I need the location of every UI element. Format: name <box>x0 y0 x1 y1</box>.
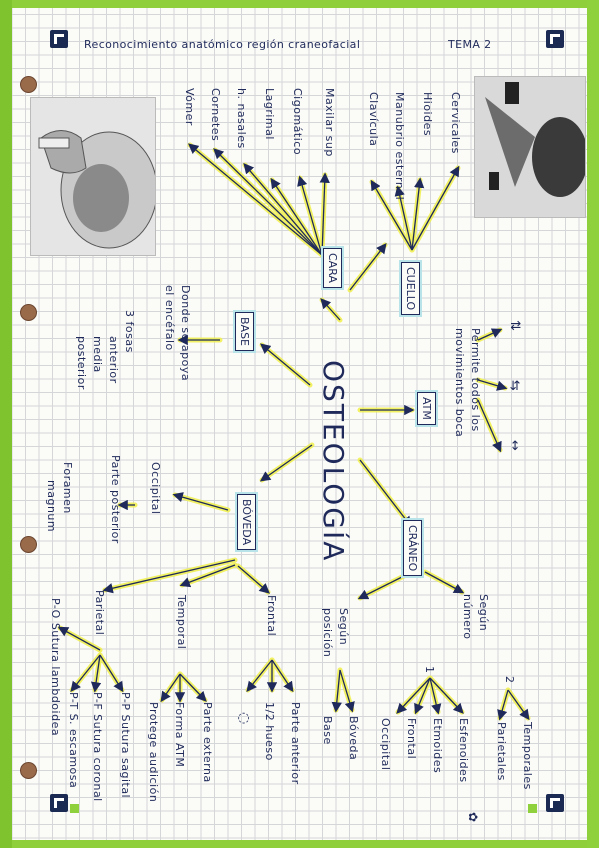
one-sub: Occipital <box>379 718 392 771</box>
cara-item: Cigomático <box>291 88 304 156</box>
two-sub: Parietales <box>495 722 508 781</box>
boveda-parietal: Parietal <box>93 590 106 636</box>
boveda-foramen: Foramen <box>61 462 74 514</box>
numero-one: 1 <box>423 666 436 674</box>
cara-item: Maxilar sup <box>323 88 336 157</box>
craneo-segun-posicion: posición <box>321 608 334 658</box>
boveda-temporal: Temporal <box>175 595 188 650</box>
arrow-leftright-icon: ⇆ <box>507 380 522 392</box>
binder-hole <box>20 304 37 321</box>
neck-photo <box>474 76 588 218</box>
craneo-segun-numero: Según <box>477 594 490 632</box>
cuello-item: Cervicales <box>449 92 462 154</box>
node-cara: CARA <box>323 248 342 288</box>
fosa-item: media <box>91 336 104 373</box>
boveda-parte-posterior: Parte posterior <box>109 455 122 544</box>
one-sub: Frontal <box>405 718 418 760</box>
binder-hole <box>20 76 37 93</box>
base-fosas: 3 fosas <box>123 310 136 353</box>
cuello-item: Clavícula <box>367 92 380 147</box>
corner-square <box>528 804 537 813</box>
atm-desc: movimientos boca <box>453 328 466 438</box>
node-boveda: BÓVEDA <box>237 494 256 551</box>
node-base: BASE <box>235 312 254 352</box>
parietal-sub: P-P Sutura sagital <box>119 692 132 799</box>
cara-item: Lagrimal <box>263 88 276 140</box>
fosa-item: anterior <box>107 336 120 384</box>
two-sub: Temporales <box>521 722 534 790</box>
page-edge <box>0 0 12 848</box>
craneo-segun-posicion: Según <box>337 608 350 646</box>
cuello-item: Manubrio esternal <box>393 92 406 201</box>
parietal-sub: P-T S. escamosa <box>67 692 80 789</box>
frontal-sub: 1/2 hueso <box>263 702 276 761</box>
skull-photo <box>30 97 158 256</box>
arrow-updown-icon: ⇅ <box>507 320 522 332</box>
posicion-sub: Base <box>321 716 334 745</box>
cuello-item: Hioides <box>421 92 434 137</box>
arrow-double-icon: ↔ <box>507 440 522 452</box>
numero-two: 2 <box>503 676 516 684</box>
temporal-sub: Forma ATM <box>173 702 186 768</box>
parietal-sub: P-F Sutura coronal <box>91 692 104 802</box>
skull-illustration-icon <box>38 130 158 249</box>
atm-desc: Permite todos los <box>469 328 482 432</box>
corner-mark-icon <box>50 794 68 812</box>
cara-item: Cornetes <box>209 88 222 142</box>
bone-sketch-icon: ◌ <box>236 712 252 725</box>
corner-mark-icon <box>546 794 564 812</box>
temporal-sub: Protege audición <box>147 702 160 803</box>
corner-mark-icon <box>546 30 564 48</box>
bone-doodle-icon: ✿ <box>466 812 480 823</box>
temporal-sub: Parte externa <box>201 702 214 783</box>
neck-illustration-icon <box>475 77 588 217</box>
corner-square <box>70 804 79 813</box>
binder-hole <box>20 536 37 553</box>
cara-item: Vómer <box>183 88 196 126</box>
one-sub: Etmoides <box>431 718 444 774</box>
node-cuello: CUELLO <box>401 262 420 316</box>
boveda-occipital: Occipital <box>149 462 162 515</box>
parietal-sub: P-O Sutura lambdoidea <box>49 598 62 737</box>
header-topic: TEMA 2 <box>448 38 492 51</box>
center-title: OSTEOLOGÍA <box>317 360 350 563</box>
fosa-item: posterior <box>75 336 88 390</box>
header-title: Reconocimiento anatómico región craneofa… <box>84 38 361 51</box>
base-desc: el encéfalo <box>163 285 176 351</box>
boveda-foramen: magnum <box>45 480 58 533</box>
craneo-segun-numero: número <box>461 594 474 640</box>
cara-item: h. nasales <box>235 88 248 149</box>
binder-hole <box>20 762 37 779</box>
node-craneo: CRÁNEO <box>403 520 422 577</box>
node-atm: ATM <box>417 392 436 425</box>
base-desc: Donde se apoya <box>179 285 192 382</box>
one-sub: Esfenoides <box>457 718 470 783</box>
boveda-frontal: Frontal <box>265 595 278 637</box>
frontal-sub: Parte anterior <box>289 702 302 785</box>
corner-mark-icon <box>50 30 68 48</box>
posicion-sub: Bóveda <box>347 716 360 761</box>
